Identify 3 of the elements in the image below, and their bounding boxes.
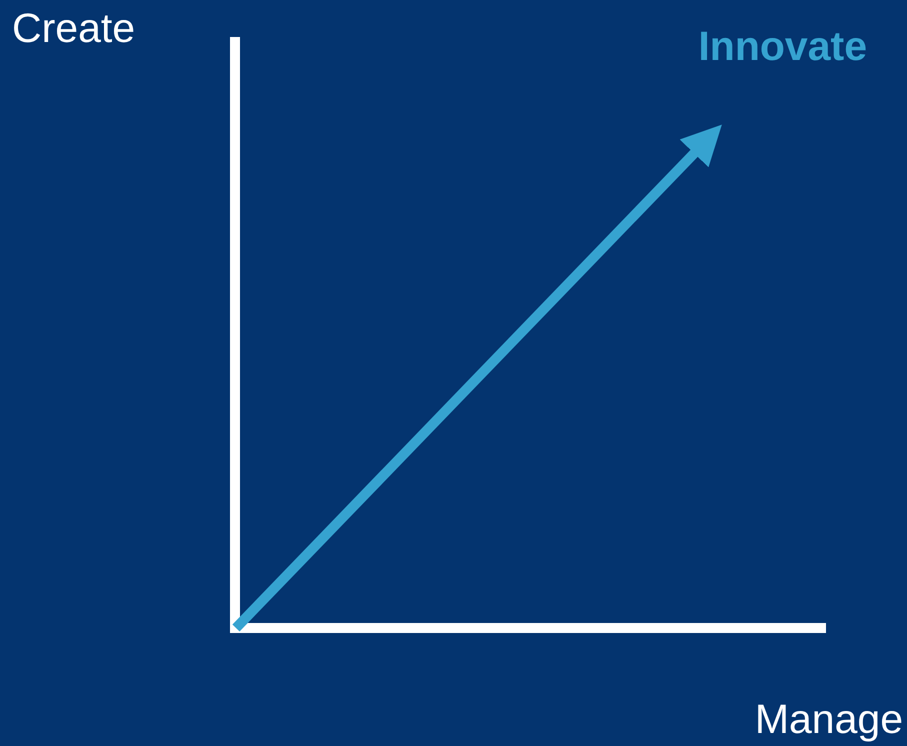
trend-label: Innovate	[698, 24, 867, 70]
axis-label: Create	[12, 6, 136, 52]
axis-label: Manage	[754, 697, 903, 742]
